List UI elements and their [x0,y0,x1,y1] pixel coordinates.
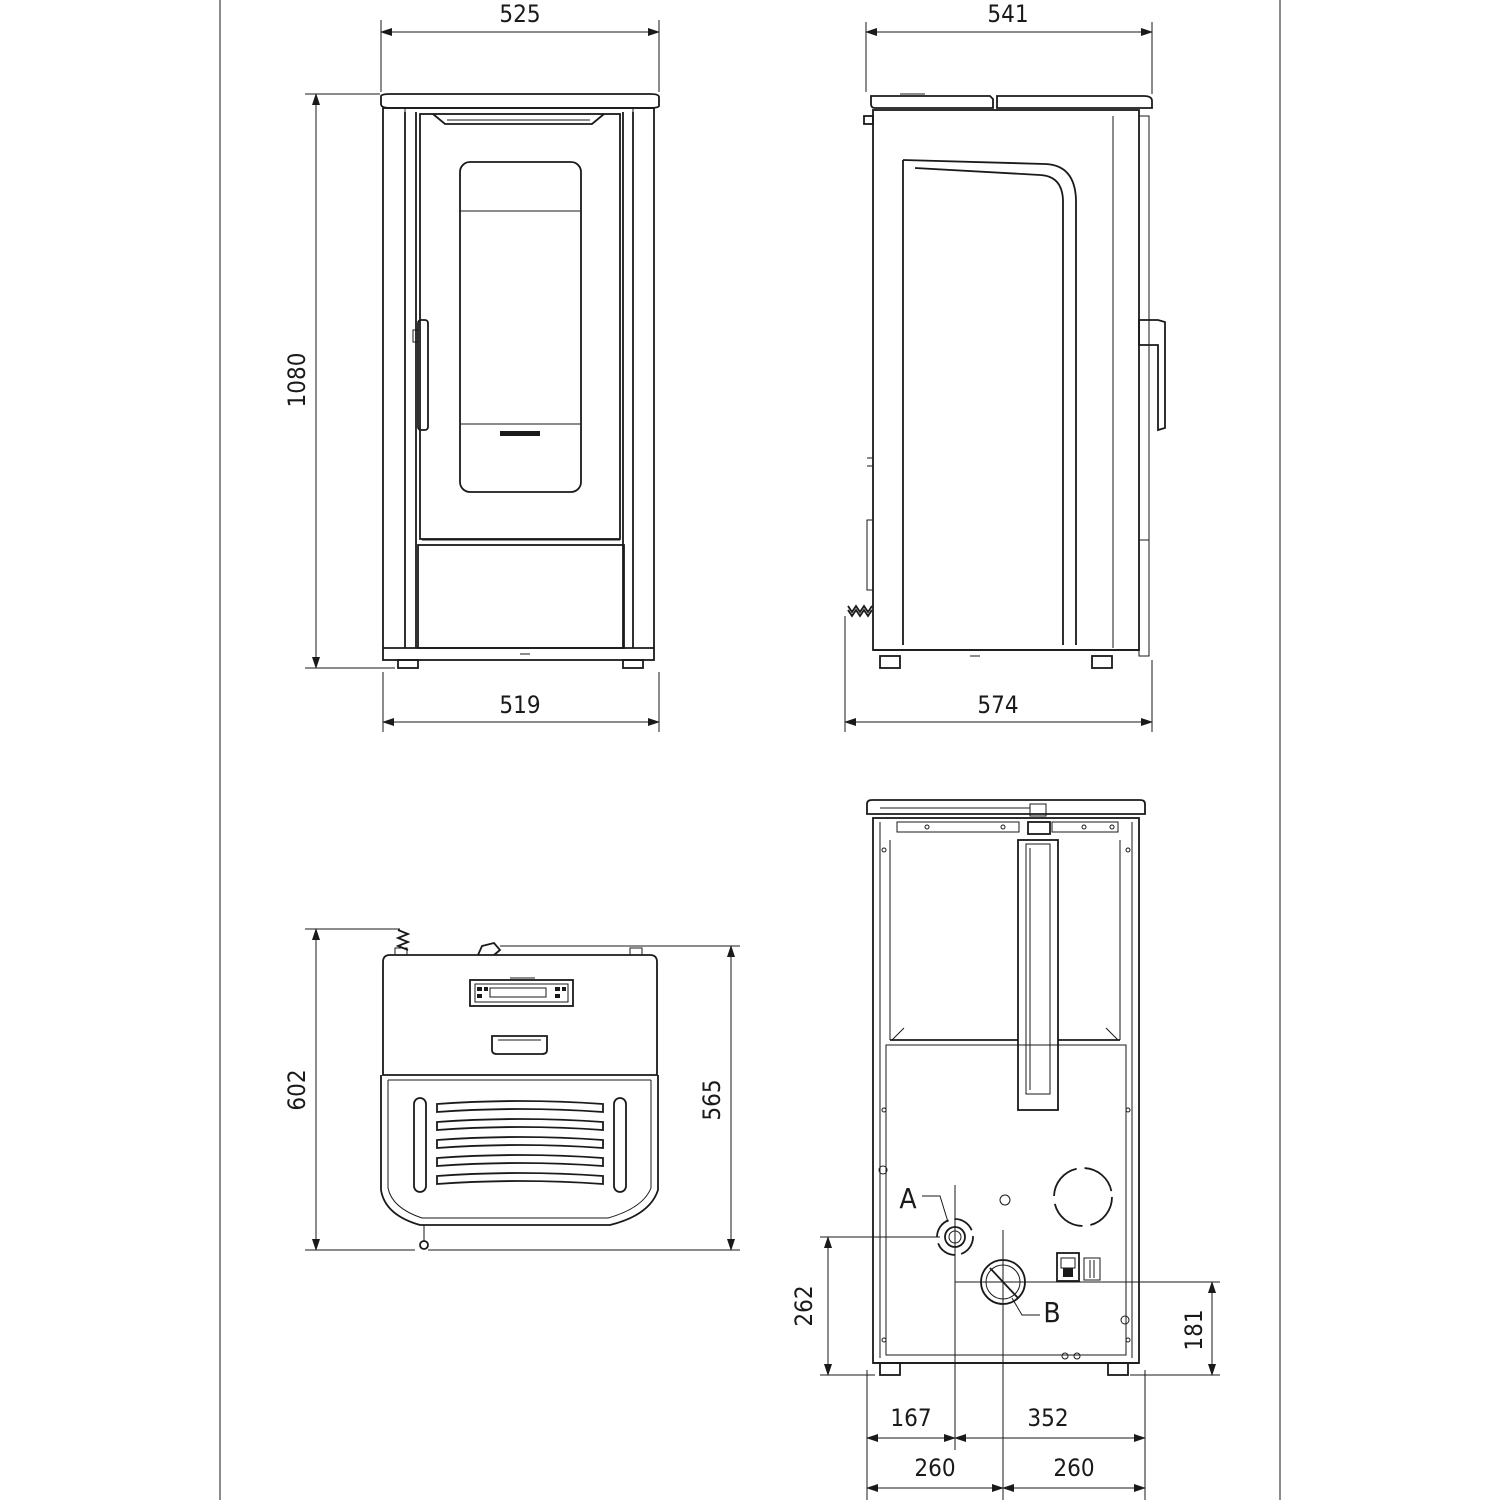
dimension-rear-half-left: 260 [914,1454,955,1482]
dimension-rear-a-height: 262 [790,1285,818,1326]
dimension-side-top-width: 541 [987,0,1028,28]
dimension-front-top-width: 525 [499,0,540,28]
dimension-rear-b-offset: 352 [1027,1404,1068,1432]
rear-view: A B 262 [790,799,1220,1500]
dimension-rear-a-offset: 167 [890,1404,931,1432]
side-rivets [881,847,1131,1343]
connection-a-label: A [899,1182,917,1215]
dimension-front-bottom-width: 519 [499,691,540,719]
top-view: 602 565 [283,928,740,1251]
spring-icon [847,604,873,618]
sheet-border [219,0,1281,1500]
connection-b-label: B [1043,1296,1060,1329]
dimension-side-bottom-width: 574 [977,691,1018,719]
front-view: 525 519 1080 [283,0,660,732]
dimension-top-overall-depth: 602 [283,1069,311,1110]
dimension-rear-half-right: 260 [1053,1454,1094,1482]
dimension-top-body-depth: 565 [698,1079,726,1120]
spring-icon [395,929,411,951]
power-socket-icon [1056,1252,1101,1282]
side-view: 541 574 [844,0,1166,732]
dimension-rear-b-height: 181 [1180,1309,1208,1350]
grille-louvres [436,1100,604,1185]
dimension-front-height: 1080 [283,353,311,408]
